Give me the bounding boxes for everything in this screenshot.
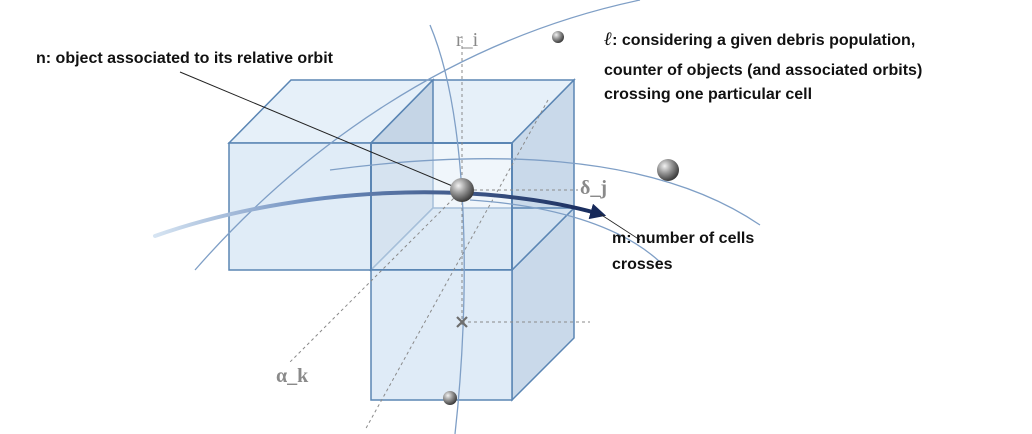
object-sphere-bottom bbox=[443, 391, 457, 405]
alpha-ref-line bbox=[289, 189, 463, 363]
l-symbol: ℓ bbox=[604, 28, 613, 50]
lower-cell-front-face bbox=[370, 269, 513, 401]
l-annotation-line1: ℓ: considering a given debris population… bbox=[604, 28, 915, 52]
l-annotation-line2: counter of objects (and associated orbit… bbox=[604, 62, 923, 79]
object-sphere-top bbox=[552, 31, 564, 43]
alpha-axis-label: α_k bbox=[276, 365, 309, 387]
object-sphere-center bbox=[450, 178, 474, 202]
lower-orbit-path bbox=[469, 199, 661, 263]
outer-orbit-path bbox=[194, 0, 641, 271]
l-annotation-line3: crossing one particular cell bbox=[604, 86, 813, 103]
cross-marker bbox=[456, 316, 468, 328]
n-leader-line bbox=[179, 71, 463, 191]
vertical-orbit-path bbox=[429, 24, 465, 434]
center-cell-front-face bbox=[370, 142, 513, 271]
r-axis-label: r_i bbox=[456, 29, 479, 51]
relative-orbit-arrow bbox=[153, 190, 607, 238]
l-annotation-text1: : considering a given debris population, bbox=[612, 32, 916, 49]
n-annotation: n: object associated to its relative orb… bbox=[36, 50, 333, 67]
alpha-axis-line bbox=[364, 99, 549, 431]
m-leader-line bbox=[599, 213, 641, 241]
right-orbit-path bbox=[329, 158, 761, 226]
delta-axis-label: δ_j bbox=[580, 177, 608, 199]
m-annotation-line2: crosses bbox=[612, 256, 673, 273]
left-cell-front-face bbox=[228, 142, 372, 271]
object-sphere-right bbox=[657, 159, 679, 181]
m-annotation-line1: m: number of cells bbox=[612, 230, 755, 247]
